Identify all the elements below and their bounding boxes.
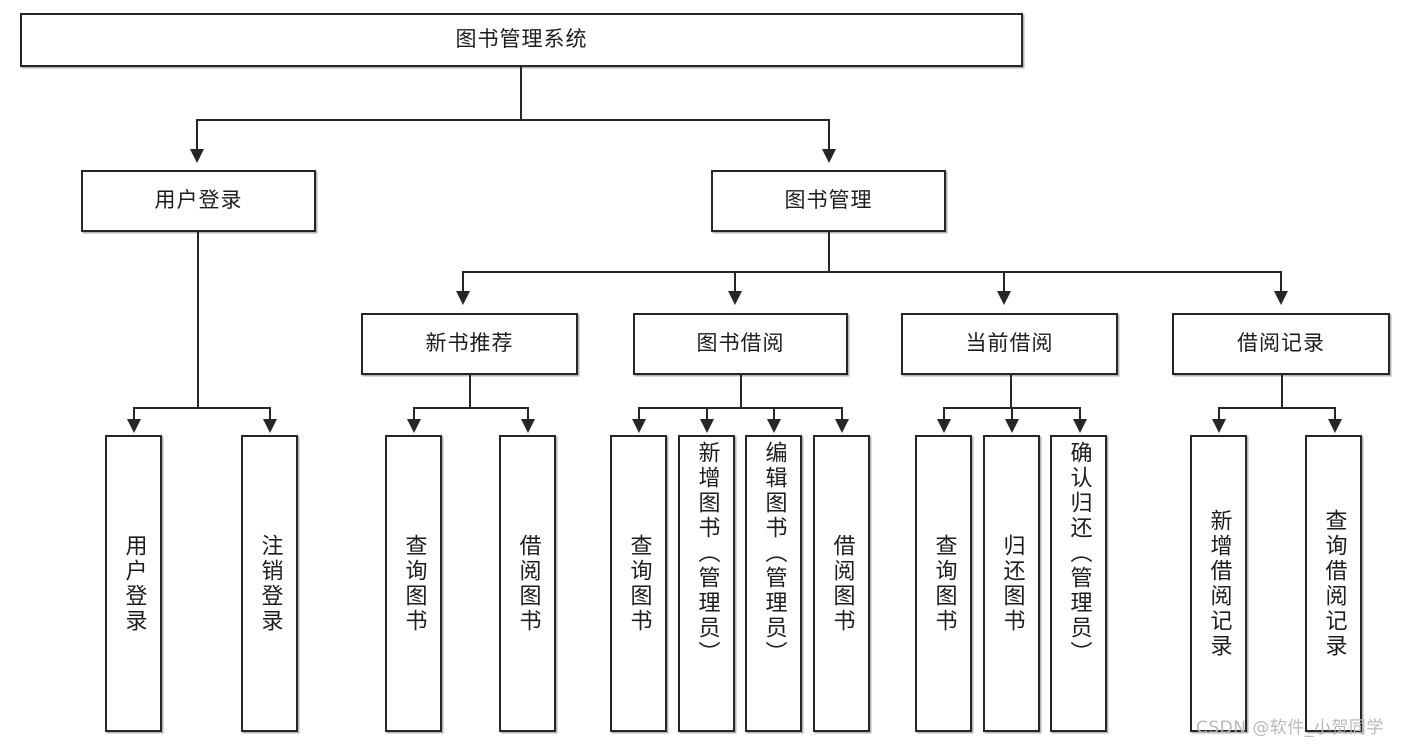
node-book-management[interactable]: 图书管理 (711, 170, 946, 232)
arrowhead-leaf-nbr-borrow (521, 419, 535, 433)
leaf-cb-query-book[interactable]: 查询图书 (915, 435, 972, 732)
arrowhead-leaf-logout (263, 419, 277, 433)
edge-user-login-leaf-bus (133, 407, 269, 409)
node-label: 新书推荐 (425, 331, 514, 356)
leaf-nbr-borrow-book[interactable]: 借阅图书 (499, 435, 556, 732)
arrowhead-leaf-user-login (127, 419, 141, 433)
node-label: 新增图书（管理员） (694, 441, 720, 666)
edge-to-leaf-bb-query (638, 407, 640, 421)
arrowhead-user-login (190, 149, 204, 163)
node-label: 借阅图书 (829, 533, 855, 634)
node-label: 新增借阅记录 (1206, 508, 1232, 659)
node-user-login[interactable]: 用户登录 (81, 170, 316, 232)
leaf-bb-edit-book-admin[interactable]: 编辑图书（管理员） (745, 435, 802, 732)
node-label: 用户登录 (121, 533, 147, 634)
edge-current-borrow-stem (1010, 375, 1012, 407)
edge-root-stem (520, 67, 522, 119)
node-label: 借阅图书 (515, 533, 541, 634)
node-label: 注销登录 (257, 533, 283, 634)
edge-to-leaf-cb-return (1011, 407, 1013, 421)
node-label: 借阅记录 (1237, 331, 1325, 356)
edge-user-login-stem (197, 232, 199, 407)
leaf-cb-confirm-return-admin[interactable]: 确认归还（管理员） (1050, 435, 1107, 732)
edge-to-leaf-bb-add (706, 407, 708, 421)
edge-to-leaf-user-login (133, 407, 135, 421)
leaf-logout[interactable]: 注销登录 (241, 435, 298, 732)
node-label: 图书借阅 (696, 331, 785, 356)
leaf-bb-borrow-book[interactable]: 借阅图书 (813, 435, 870, 732)
edge-level3-bus (462, 271, 1280, 273)
leaf-bb-query-book[interactable]: 查询图书 (610, 435, 667, 732)
edge-to-leaf-nbr-query (413, 407, 415, 421)
edge-to-leaf-bb-borrow (841, 407, 843, 421)
node-label: 查询图书 (401, 533, 427, 634)
edge-to-leaf-br-query (1334, 407, 1336, 421)
edge-book-borrow-leaf-bus (638, 407, 842, 409)
arrowhead-borrow-record (1274, 291, 1288, 305)
arrowhead-leaf-bb-borrow (835, 419, 849, 433)
edge-to-book-borrow (734, 271, 736, 293)
node-label: 图书管理 (784, 188, 873, 213)
edge-to-leaf-br-add (1218, 407, 1220, 421)
node-label: 图书管理系统 (455, 27, 588, 52)
edge-new-book-recommend-leaf-bus (413, 407, 527, 409)
arrowhead-leaf-cb-return (1005, 419, 1019, 433)
edge-to-leaf-cb-query (943, 407, 945, 421)
edge-book-borrow-stem (740, 375, 742, 407)
arrowhead-leaf-bb-add (700, 419, 714, 433)
edge-root-bus (196, 119, 830, 121)
node-new-book-recommend[interactable]: 新书推荐 (361, 313, 578, 375)
node-current-borrow[interactable]: 当前借阅 (901, 313, 1118, 375)
edge-to-leaf-cb-confirm (1079, 407, 1081, 421)
arrowhead-leaf-bb-query (632, 419, 646, 433)
node-label: 归还图书 (999, 533, 1025, 634)
node-borrow-record[interactable]: 借阅记录 (1172, 313, 1390, 375)
arrowhead-leaf-br-add (1212, 419, 1226, 433)
arrowhead-leaf-br-query (1328, 419, 1342, 433)
arrowhead-book-borrow (728, 291, 742, 305)
node-label: 编辑图书（管理员） (761, 441, 787, 666)
node-label: 查询图书 (931, 533, 957, 634)
edge-to-borrow-record (1280, 271, 1282, 293)
leaf-nbr-query-book[interactable]: 查询图书 (385, 435, 442, 732)
csdn-watermark: CSDN @软件_小贺同学 (1196, 718, 1384, 738)
node-book-borrow[interactable]: 图书借阅 (633, 313, 848, 375)
leaf-bb-add-book-admin[interactable]: 新增图书（管理员） (678, 435, 735, 732)
node-label: 查询借阅记录 (1321, 508, 1347, 659)
edge-to-current-borrow (1003, 271, 1005, 293)
edge-root-to-user-login (196, 119, 198, 149)
arrowhead-leaf-nbr-query (407, 419, 421, 433)
node-root-book-management-system[interactable]: 图书管理系统 (20, 13, 1023, 67)
leaf-user-login[interactable]: 用户登录 (105, 435, 162, 732)
leaf-br-add-record[interactable]: 新增借阅记录 (1190, 435, 1247, 732)
node-label: 确认归还（管理员） (1066, 441, 1092, 666)
node-label: 查询图书 (626, 533, 652, 634)
edge-to-new-book-recommend (462, 271, 464, 293)
arrowhead-book-management (822, 149, 836, 163)
arrowhead-leaf-bb-edit (767, 419, 781, 433)
edge-to-leaf-bb-edit (773, 407, 775, 421)
leaf-br-query-record[interactable]: 查询借阅记录 (1305, 435, 1362, 732)
arrowhead-current-borrow (997, 291, 1011, 305)
edge-to-leaf-nbr-borrow (527, 407, 529, 421)
node-label: 用户登录 (154, 188, 243, 213)
edge-borrow-record-stem (1281, 375, 1283, 407)
edge-borrow-record-leaf-bus (1218, 407, 1334, 409)
arrowhead-leaf-cb-query (937, 419, 951, 433)
arrowhead-new-book-recommend (456, 291, 470, 305)
edge-new-book-recommend-stem (469, 375, 471, 407)
edge-book-management-stem (828, 232, 830, 271)
edge-root-to-book-management (828, 119, 830, 149)
node-label: 当前借阅 (965, 331, 1054, 356)
edge-to-leaf-logout (269, 407, 271, 421)
arrowhead-leaf-cb-confirm (1073, 419, 1087, 433)
leaf-cb-return-book[interactable]: 归还图书 (983, 435, 1040, 732)
